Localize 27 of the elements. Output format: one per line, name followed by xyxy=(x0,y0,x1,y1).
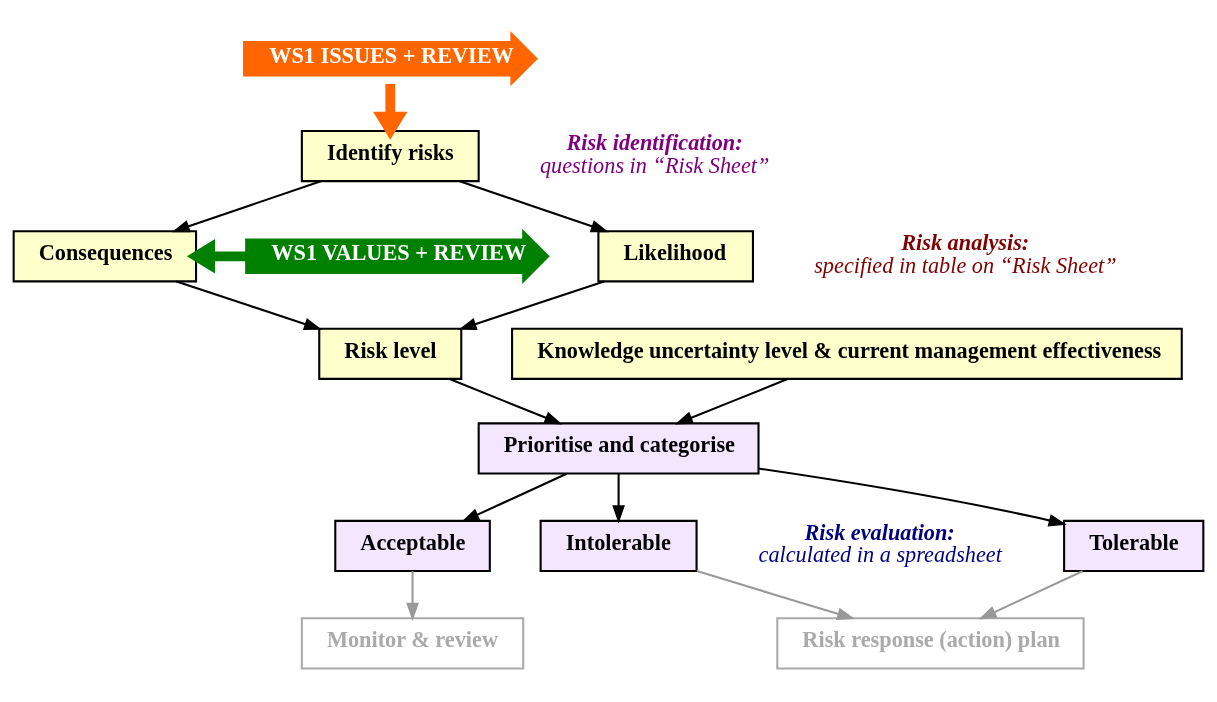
arrow xyxy=(458,280,605,331)
node-box: Consequences xyxy=(12,230,198,283)
arrow xyxy=(459,180,609,233)
arrow xyxy=(406,571,419,621)
arrow xyxy=(696,570,856,620)
label: Risk identification: xyxy=(566,130,743,156)
arrow xyxy=(758,467,1067,527)
label: Risk analysis: xyxy=(901,230,1030,256)
node-box: Identify risks xyxy=(300,130,480,183)
node-box: Knowledge uncertainty level & current management effectiveness xyxy=(511,327,1183,380)
arrow xyxy=(674,378,788,425)
arrow xyxy=(186,239,247,274)
arrow xyxy=(978,570,1083,620)
arrow xyxy=(176,280,323,331)
node-box: Tolerable xyxy=(1063,519,1205,572)
node-box: Likelihood xyxy=(597,230,754,283)
arrow xyxy=(612,473,625,524)
node-box: Acceptable xyxy=(334,519,491,572)
arrow xyxy=(373,83,408,140)
node-box: Intolerable xyxy=(539,519,698,572)
arrow xyxy=(449,378,563,425)
node-box: Risk response (action) plan xyxy=(776,617,1085,670)
arrow xyxy=(461,472,568,523)
node-box: Risk level xyxy=(318,327,463,380)
node-box: Monitor & review xyxy=(300,617,525,670)
node-box: Prioritise and categorise xyxy=(477,422,760,475)
arrow xyxy=(171,180,322,233)
